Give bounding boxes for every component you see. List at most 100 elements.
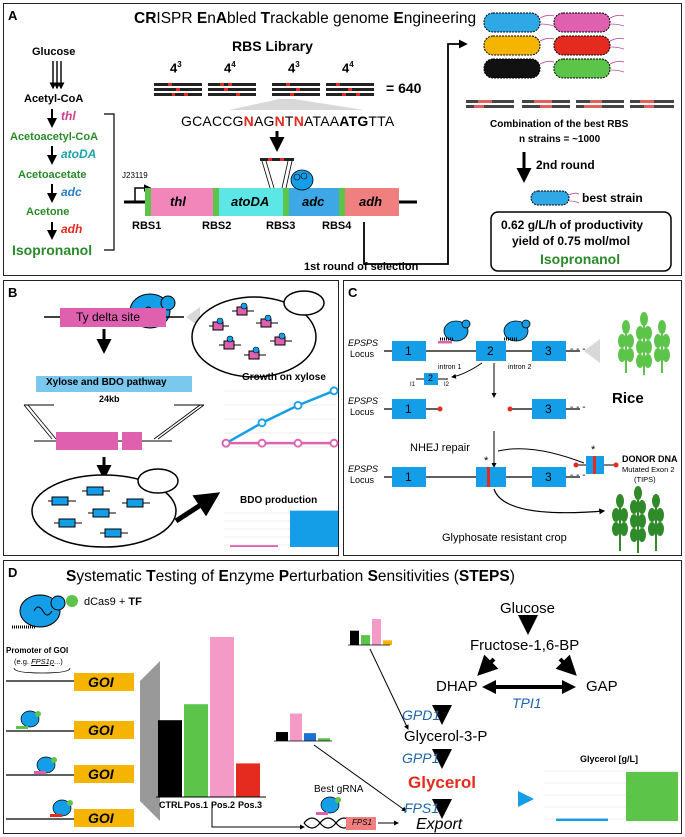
operon-construct [124, 158, 417, 216]
combination-line1: Combination of the best RBS [490, 119, 629, 130]
locus-3: Locus [350, 475, 375, 485]
exon-1c: 1 [405, 470, 412, 484]
panel-c-letter: C [348, 285, 358, 300]
small-bar-2-1 [361, 635, 370, 645]
pathway-glucose: Glucose [32, 46, 76, 58]
small-bar-2-3 [383, 640, 392, 645]
met-fps1: FPS1 [404, 800, 440, 816]
library-count-3: 43 [288, 60, 300, 76]
title-cap: A [215, 10, 228, 27]
met-gpd1: GPD1 [402, 707, 441, 723]
exon-1b: 1 [405, 402, 412, 416]
gene-adc: adc [302, 194, 325, 209]
rice-label: Rice [612, 390, 644, 407]
result-product: Isopronanol [540, 251, 621, 267]
promoter-example: (e.g. FPS1p...) [14, 657, 63, 666]
small-bar-2-2 [372, 619, 381, 645]
gene-atoda: atoDA [231, 194, 270, 209]
glycerol-chart-title: Glycerol [g/L] [580, 754, 639, 764]
small-bar-1-2 [304, 733, 316, 741]
glycerol-chart [544, 770, 678, 821]
growth-point [329, 386, 339, 396]
pathway-box-label: Xylose and BDO pathway [46, 377, 167, 388]
glyphosate-label: Glyphosate resistant crop [442, 532, 567, 544]
exon-2-excised: 2 [428, 373, 434, 383]
panel-d: D Systematic Testing of Enzyme Perturbat… [3, 560, 682, 834]
panel-a-title: CRISPR EnAbled Trackable genome Engineer… [134, 11, 476, 27]
met-gpp1: GPP1 [402, 750, 440, 766]
second-round: 2nd round [536, 158, 595, 172]
intron-2: intron 2 [508, 364, 532, 371]
title-rest: ngineering [403, 10, 477, 27]
rbs-label-1: RBS1 [132, 220, 162, 232]
met-g3p: Glycerol-3-P [404, 728, 488, 745]
growth-point [329, 438, 339, 448]
dots-2: - - - [570, 402, 586, 413]
donor-title: DONOR DNA [622, 454, 678, 464]
pathway-acetoacetyl-coa: Acetoacetyl-CoA [10, 131, 99, 143]
library-bars [154, 83, 374, 96]
bar-label-pos3: Pos.3 [238, 800, 263, 810]
donor-sub2: (TIPS) [634, 475, 656, 484]
bdo-chart [224, 510, 338, 547]
small-bar-1-0 [276, 732, 288, 741]
title-rest: rackable genome [270, 10, 394, 27]
growth-point [293, 400, 303, 410]
pathway-acetyl-coa: Acetyl-CoA [24, 93, 84, 105]
exon-3c: 3 [545, 470, 552, 484]
goi-1: GOI [88, 674, 114, 690]
met-gap: GAP [586, 678, 618, 695]
small-bar-chart-2 [350, 619, 392, 645]
epsps-2: EPSPS [348, 396, 379, 406]
small-bar-1-1 [290, 713, 302, 741]
bdo-bar-1 [290, 510, 338, 547]
met-export: Export [416, 816, 463, 833]
bar-label-ctrl: CTRL [159, 800, 183, 810]
bar-label-pos1: Pos.1 [184, 800, 209, 810]
panel-c-graphics [384, 312, 670, 553]
combination-bars [466, 100, 674, 108]
intron-1: intron 1 [438, 364, 462, 371]
combination-line2: n strains = ~1000 [519, 134, 601, 145]
goi-4: GOI [88, 810, 114, 826]
small-bar-1-3 [318, 738, 330, 741]
donor-star: * [591, 444, 596, 456]
goi-3: GOI [88, 766, 114, 782]
small-bar-2-0 [350, 630, 359, 645]
panel-c: C EPSPS Locus 1 2 3 - - - intron 1 intro… [343, 280, 682, 556]
title-rest: ISPR [156, 10, 197, 27]
exon-2a: 2 [487, 344, 494, 358]
growth-point [221, 438, 231, 448]
title-rest: n [207, 10, 216, 27]
goi-2: GOI [88, 722, 114, 738]
bdo-title: BDO production [240, 495, 318, 506]
panel-d-letter: D [8, 565, 18, 580]
bdo-bar-0 [230, 545, 278, 547]
perturbation-bar-0 [158, 720, 182, 797]
i1-label: I1 [410, 382, 416, 388]
result-line1: 0.62 g/L/h of productivity [501, 218, 644, 232]
pathway-atoda: atoDA [61, 147, 97, 161]
best-strain: best strain [582, 191, 643, 205]
glyphosate-crop [612, 486, 664, 553]
growth-series-line-0 [225, 389, 335, 445]
locus-1: Locus [350, 349, 375, 359]
pathway-acetone: Acetone [26, 206, 70, 218]
dcas9-label: dCas9 + TF [84, 596, 142, 608]
epsps-3: EPSPS [348, 464, 379, 474]
pathway-adc: adc [61, 185, 82, 199]
panel-a: A CRISPR EnAbled Trackable genome Engine… [3, 3, 682, 276]
epsps-1: EPSPS [348, 338, 379, 348]
met-f16bp: Fructose-1,6-BP [470, 637, 580, 654]
selection-label: 1st round of selection [304, 261, 419, 273]
pathway-isopronanol: Isopronanol [12, 242, 93, 258]
title-cap: E [393, 10, 404, 27]
perturbation-bar-1 [184, 704, 208, 797]
library-count-4: 44 [342, 60, 354, 76]
library-title: RBS Library [232, 38, 313, 54]
title-cap: E [196, 10, 208, 27]
met-glucose: Glucose [500, 600, 556, 617]
edited-star: * [484, 455, 489, 467]
exon-3b: 3 [545, 402, 552, 416]
pathway-size: 24kb [99, 394, 120, 404]
